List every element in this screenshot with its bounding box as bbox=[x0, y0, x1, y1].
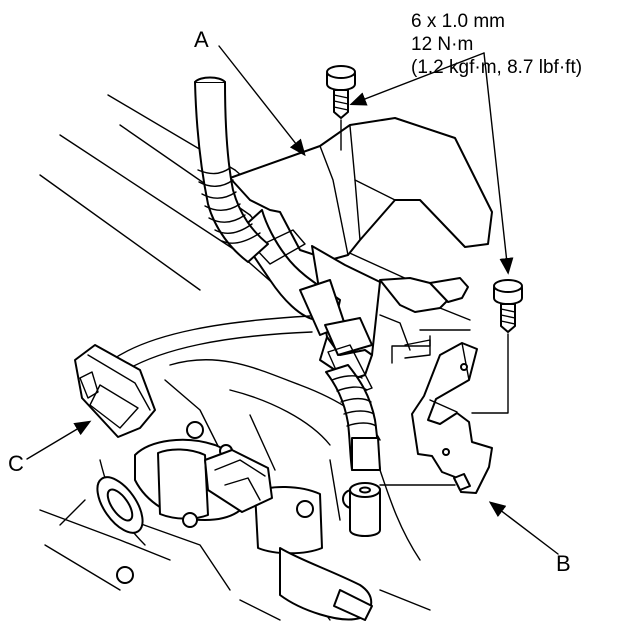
fastener-size: 6 x 1.0 mm bbox=[411, 11, 505, 32]
torque-value: 12 N·m bbox=[411, 34, 473, 55]
callout-a: A bbox=[194, 27, 209, 52]
harness-clip bbox=[239, 209, 373, 398]
bracket-b bbox=[411, 342, 493, 494]
bolt-holes bbox=[349, 482, 381, 537]
lower-connector bbox=[204, 449, 273, 513]
installation-lines bbox=[340, 119, 509, 486]
wiring-loom-lower bbox=[325, 364, 381, 471]
wiring-loom-upper bbox=[194, 76, 269, 263]
bolt-upper-icon bbox=[326, 65, 356, 119]
callout-b: B bbox=[556, 551, 571, 576]
callout-c: C bbox=[8, 451, 24, 476]
leader-lines bbox=[26, 45, 559, 555]
connector-c bbox=[74, 344, 156, 438]
bolt-lower-icon bbox=[493, 279, 523, 333]
torque-conversion: (1.2 kgf·m, 8.7 lbf·ft) bbox=[411, 57, 582, 78]
torque-specification: 6 x 1.0 mm 12 N·m (1.2 kgf·m, 8.7 lbf·ft… bbox=[411, 11, 582, 78]
